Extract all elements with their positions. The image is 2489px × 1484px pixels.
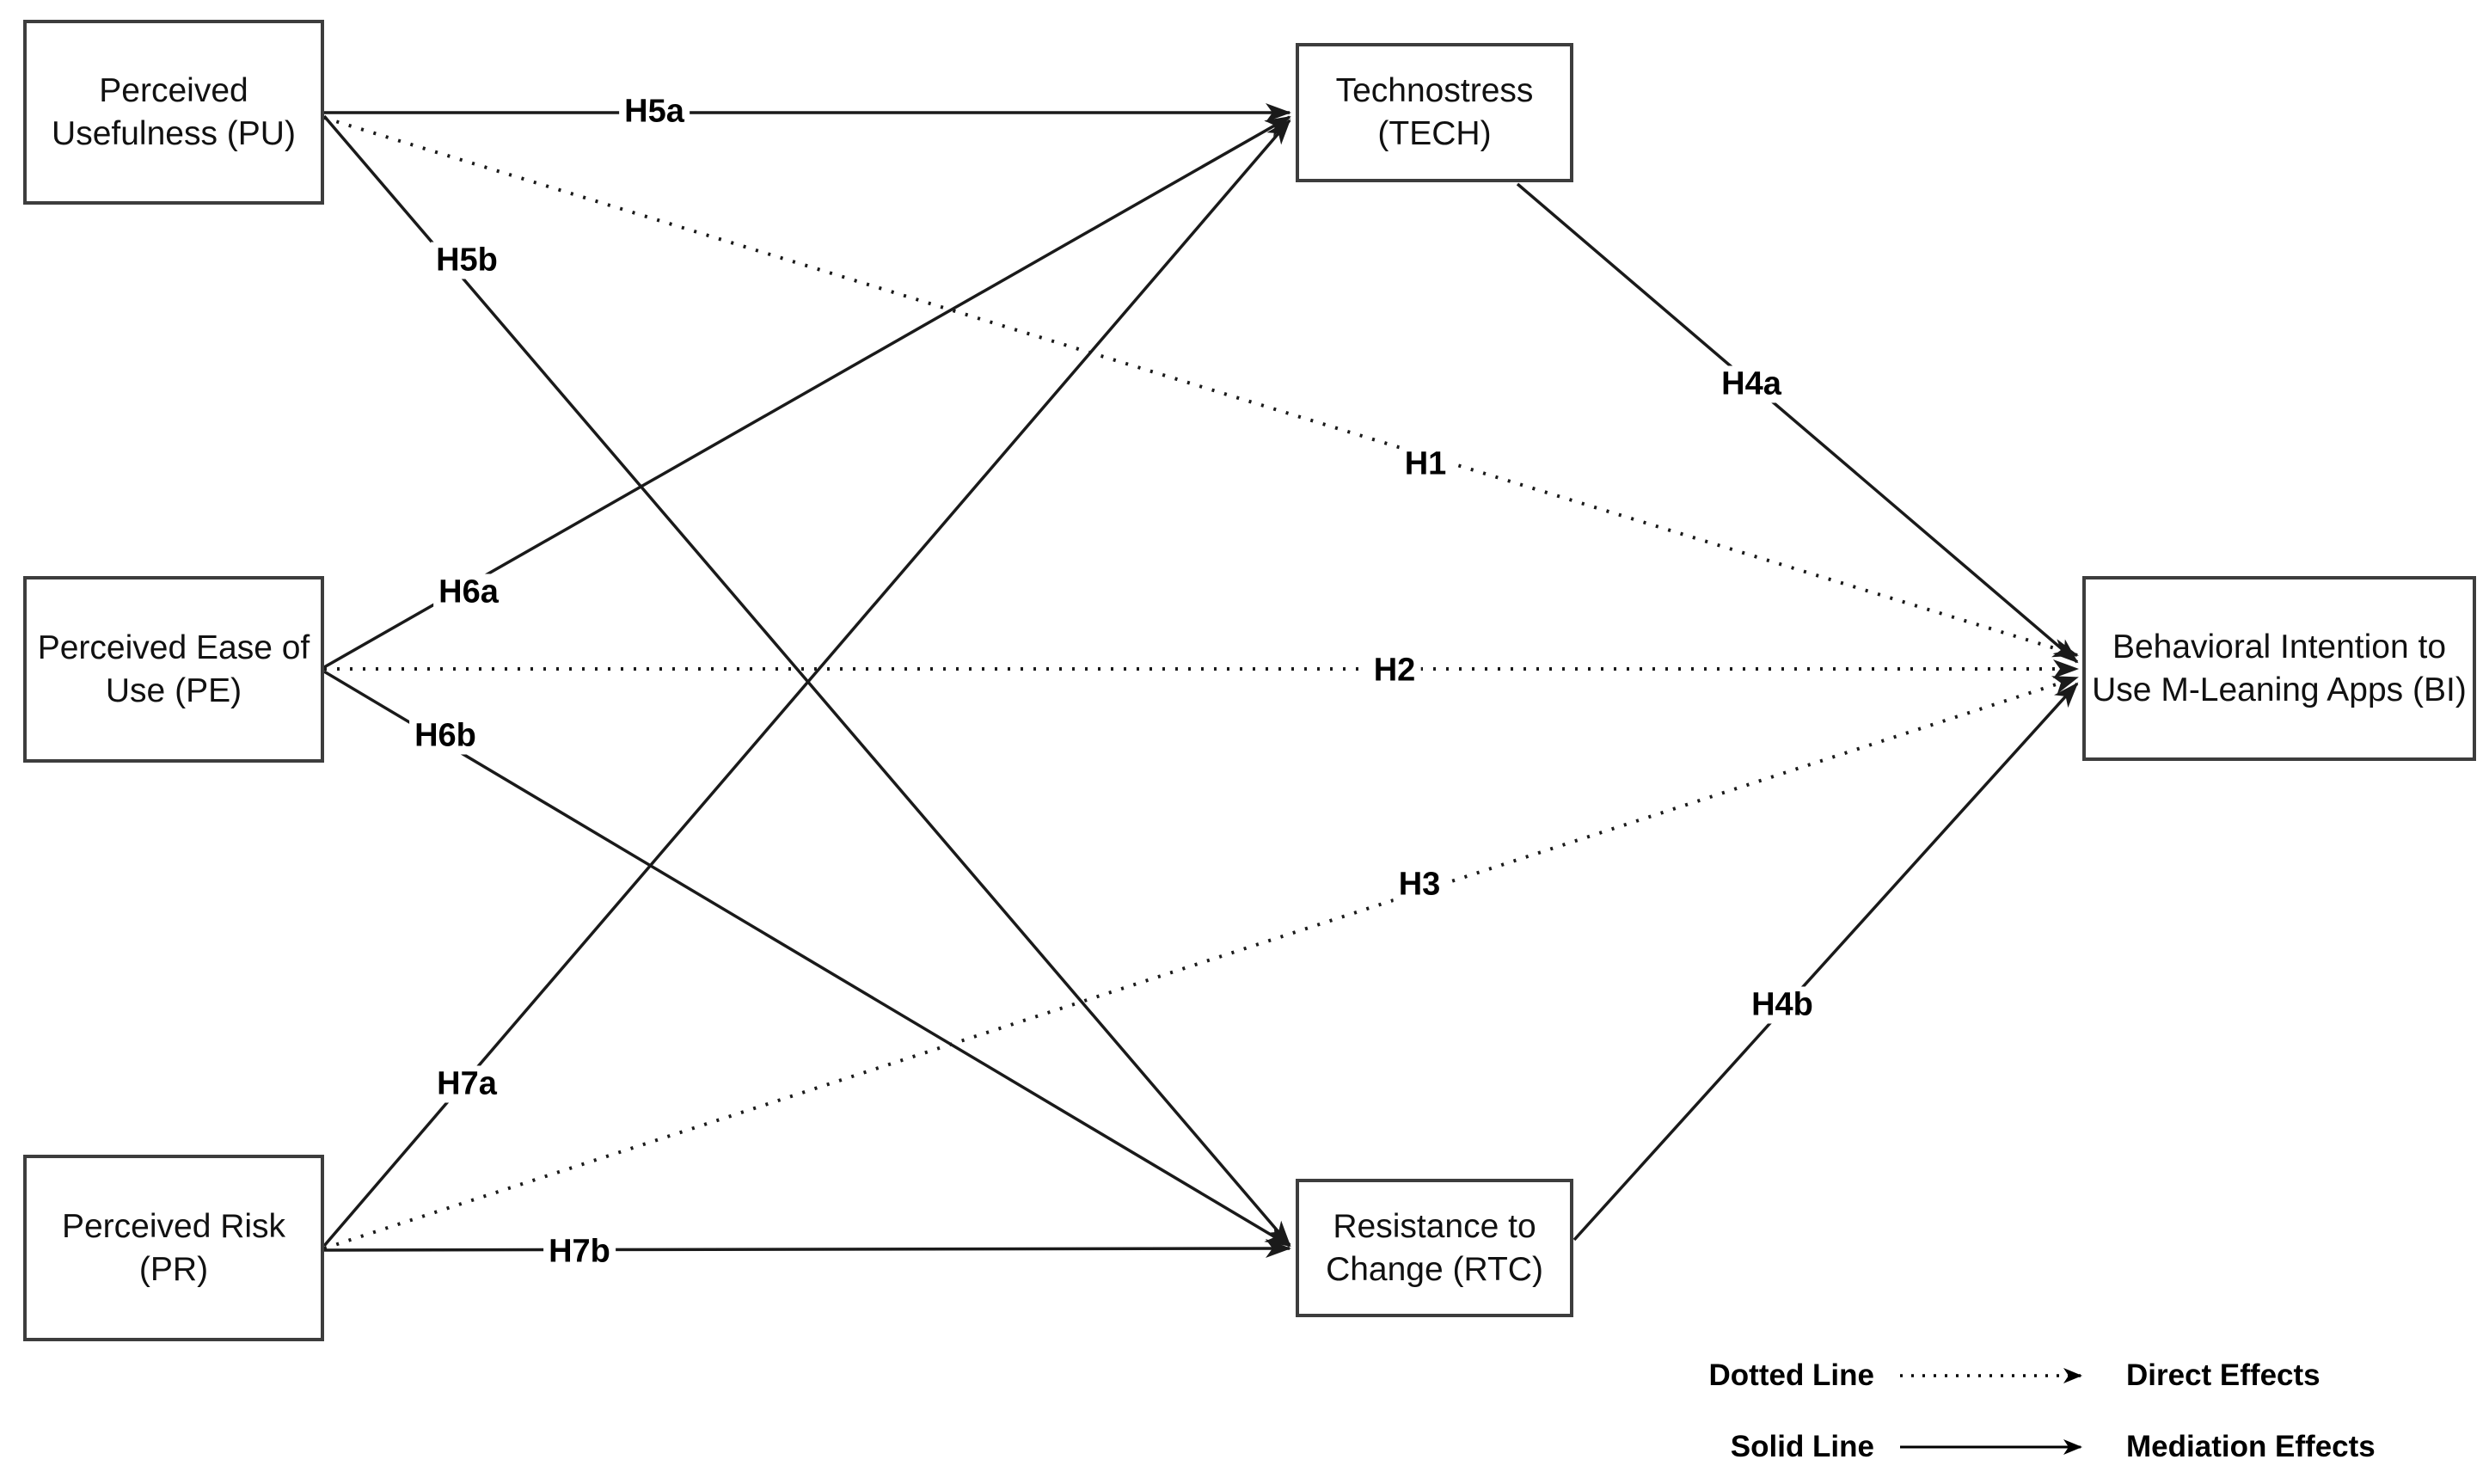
legend-label: Solid Line: [1730, 1430, 1874, 1463]
legend-row-solid-arrow: Solid Line Mediation Effects: [1707, 1428, 2376, 1466]
edge-label-h4a: H4a: [1716, 365, 1787, 403]
node-rtc-label: Change (RTC): [1326, 1250, 1543, 1288]
edge-h1-dotted-arrow: [323, 116, 2079, 658]
edge-label-h5b: H5b: [431, 242, 503, 279]
edge-label-h7b: H7b: [543, 1233, 616, 1271]
legend-meaning: Direct Effects: [2126, 1358, 2320, 1392]
edge-h6b-solid-arrow: [323, 670, 1291, 1248]
node-pe-label: Use (PE): [105, 671, 242, 709]
node-tech: Technostress (TECH): [1296, 43, 1573, 182]
dotted-arrow-icon: [1900, 1368, 2082, 1383]
edge-h7a-solid-arrow: [322, 119, 1291, 1248]
legend-row-dotted-arrow: Dotted Line Direct Effects: [1707, 1357, 2376, 1395]
node-pu-label: Usefulness (PU): [52, 114, 296, 152]
node-pr: Perceived Risk (PR): [23, 1155, 324, 1341]
edge-h7b-solid-arrow: [323, 1239, 1291, 1259]
node-rtc-label: Resistance to: [1333, 1207, 1536, 1245]
node-tech-label: (TECH): [1377, 115, 1492, 152]
edge-h4b-solid-arrow: [1572, 682, 2079, 1242]
edge-label-h5a: H5a: [619, 93, 690, 131]
edge-label-h2: H2: [1368, 652, 1421, 690]
node-tech-label: Technostress: [1335, 72, 1534, 110]
node-pr-label: Perceived Risk: [61, 1207, 286, 1245]
edge-label-h7a: H7a: [432, 1065, 502, 1103]
edge-label-h1: H1: [1399, 445, 1452, 483]
legend-meaning: Mediation Effects: [2126, 1430, 2376, 1463]
edge-h4a-solid-arrow: [1516, 182, 2079, 664]
edge-label-h6a: H6a: [433, 573, 504, 611]
node-bi-label: Use M-Leaning Apps (BI): [2092, 671, 2467, 708]
node-pr-label: (PR): [138, 1250, 209, 1288]
node-pe: Perceived Ease of Use (PE): [23, 576, 324, 763]
legend-label: Dotted Line: [1708, 1358, 1874, 1392]
edge-h3-dotted-arrow: [323, 676, 2079, 1250]
edge-label-h4b: H4b: [1746, 986, 1818, 1024]
node-pe-label: Perceived Ease of: [37, 629, 310, 666]
edge-label-h3: H3: [1393, 866, 1446, 904]
node-pu-label: Perceived: [99, 71, 248, 109]
solid-arrow-icon: [1900, 1439, 2082, 1455]
node-bi-label: Behavioral Intention to: [2112, 628, 2447, 665]
node-bi: Behavioral Intention to Use M-Leaning App…: [2082, 576, 2476, 761]
edge-label-h6b: H6b: [409, 717, 481, 755]
node-rtc: Resistance to Change (RTC): [1296, 1179, 1573, 1317]
edge-h5b-solid-arrow: [322, 114, 1291, 1247]
